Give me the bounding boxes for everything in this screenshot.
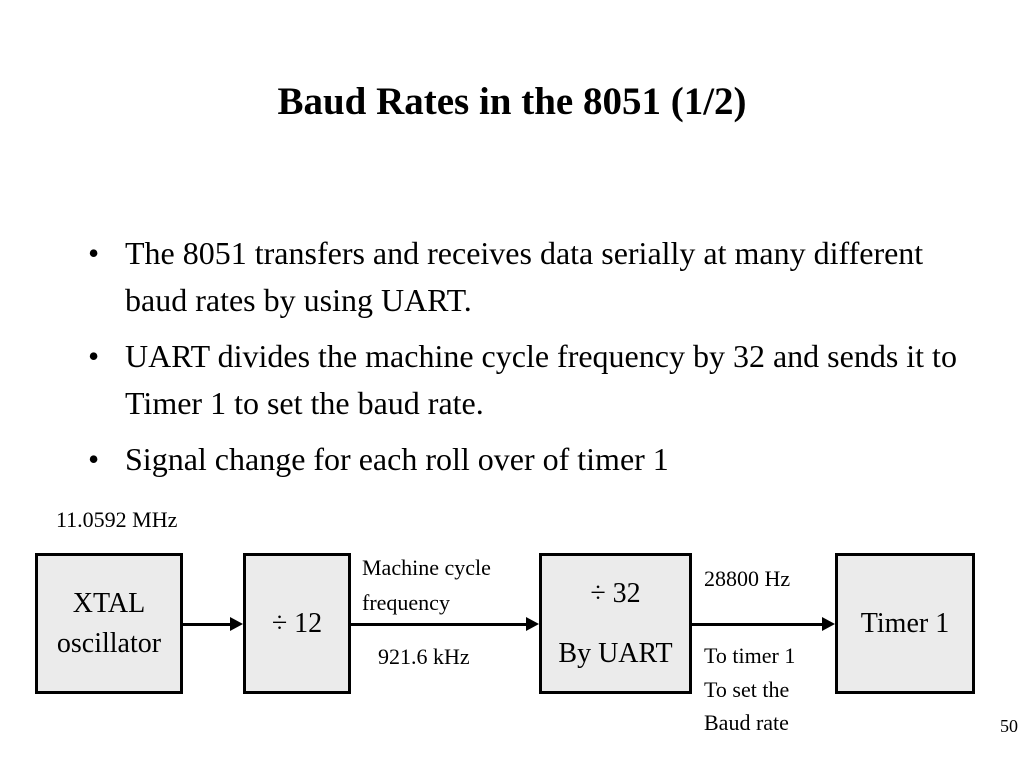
xtal-oscillator-block: XTAL oscillator [35, 553, 183, 694]
slide-title: Baud Rates in the 8051 (1/2) [277, 80, 747, 123]
arrow-xtal-to-div12 [183, 623, 231, 626]
bullet-text: The 8051 transfers and receives data ser… [125, 235, 924, 318]
bullet-item: • The 8051 transfers and receives data s… [88, 230, 968, 324]
xtal-block-line1: XTAL [72, 587, 146, 619]
bullet-marker: • [88, 338, 100, 374]
bullet-marker: • [88, 441, 100, 477]
bullet-item: • UART divides the machine cycle frequen… [88, 333, 968, 427]
uart-output-frequency-label: 28800 Hz [704, 566, 791, 591]
timer1-block: Timer 1 [835, 553, 975, 694]
bullet-marker: • [88, 235, 100, 271]
machine-cycle-value-label: 921.6 kHz [378, 644, 470, 669]
uart-divide-by-32-block: ÷ 32 By UART [539, 553, 692, 694]
to-timer-label-line1: To timer 1 [704, 643, 796, 668]
to-timer-label-line2: To set the [704, 677, 790, 702]
page-number: 50 [1000, 716, 1018, 736]
bullet-text: Signal change for each roll over of time… [125, 441, 669, 477]
arrow-div12-to-uart [351, 623, 527, 626]
arrow-xtal-to-div12-head [230, 617, 243, 631]
uart-block-line2: By UART [558, 637, 673, 669]
xtal-frequency-label: 11.0592 MHz [56, 507, 178, 532]
arrow-div12-to-uart-head [526, 617, 539, 631]
uart-block-line1: ÷ 32 [590, 577, 641, 609]
xtal-block-line2: oscillator [56, 627, 162, 659]
to-timer-label-line3: Baud rate [704, 710, 789, 735]
machine-cycle-label-line2: frequency [362, 590, 450, 615]
divide-by-12-label: ÷ 12 [271, 607, 323, 639]
arrow-uart-to-timer1-head [822, 617, 835, 631]
bullet-item: • Signal change for each roll over of ti… [88, 436, 968, 483]
bullet-text: UART divides the machine cycle frequency… [125, 338, 957, 421]
timer1-label: Timer 1 [860, 607, 950, 639]
bullet-list: • The 8051 transfers and receives data s… [88, 230, 968, 492]
machine-cycle-label-line1: Machine cycle [362, 555, 491, 580]
arrow-uart-to-timer1 [692, 623, 823, 626]
divide-by-12-block: ÷ 12 [243, 553, 351, 694]
